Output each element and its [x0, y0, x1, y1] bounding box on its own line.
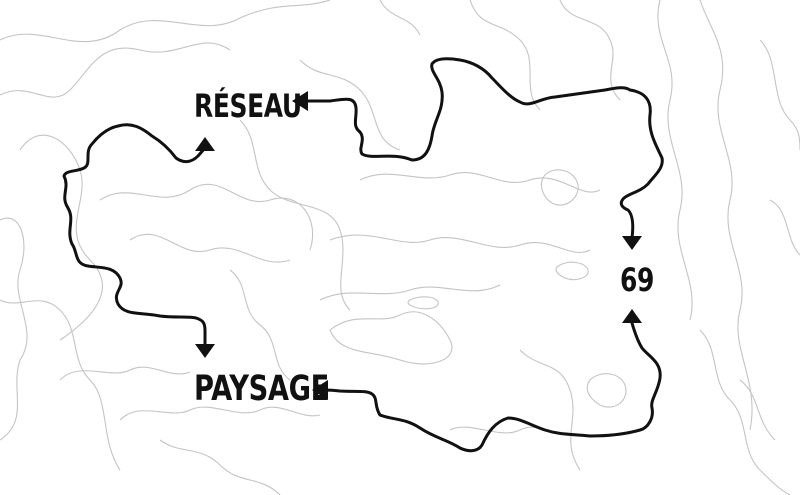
- arrow-left-icon: [292, 91, 308, 111]
- arrow-down-icon: [622, 236, 642, 250]
- label-paysage: PAYSAGE: [194, 369, 329, 409]
- arrow-left-icon: [312, 380, 328, 400]
- route-path: [62, 57, 664, 453]
- label-69: 69: [620, 261, 654, 299]
- label-reseau: RÉSEAU: [194, 87, 302, 125]
- route-arrowheads: [195, 91, 642, 400]
- arrow-down-icon: [195, 344, 215, 358]
- arrow-up-icon: [622, 309, 642, 323]
- arrow-up-icon: [195, 137, 215, 151]
